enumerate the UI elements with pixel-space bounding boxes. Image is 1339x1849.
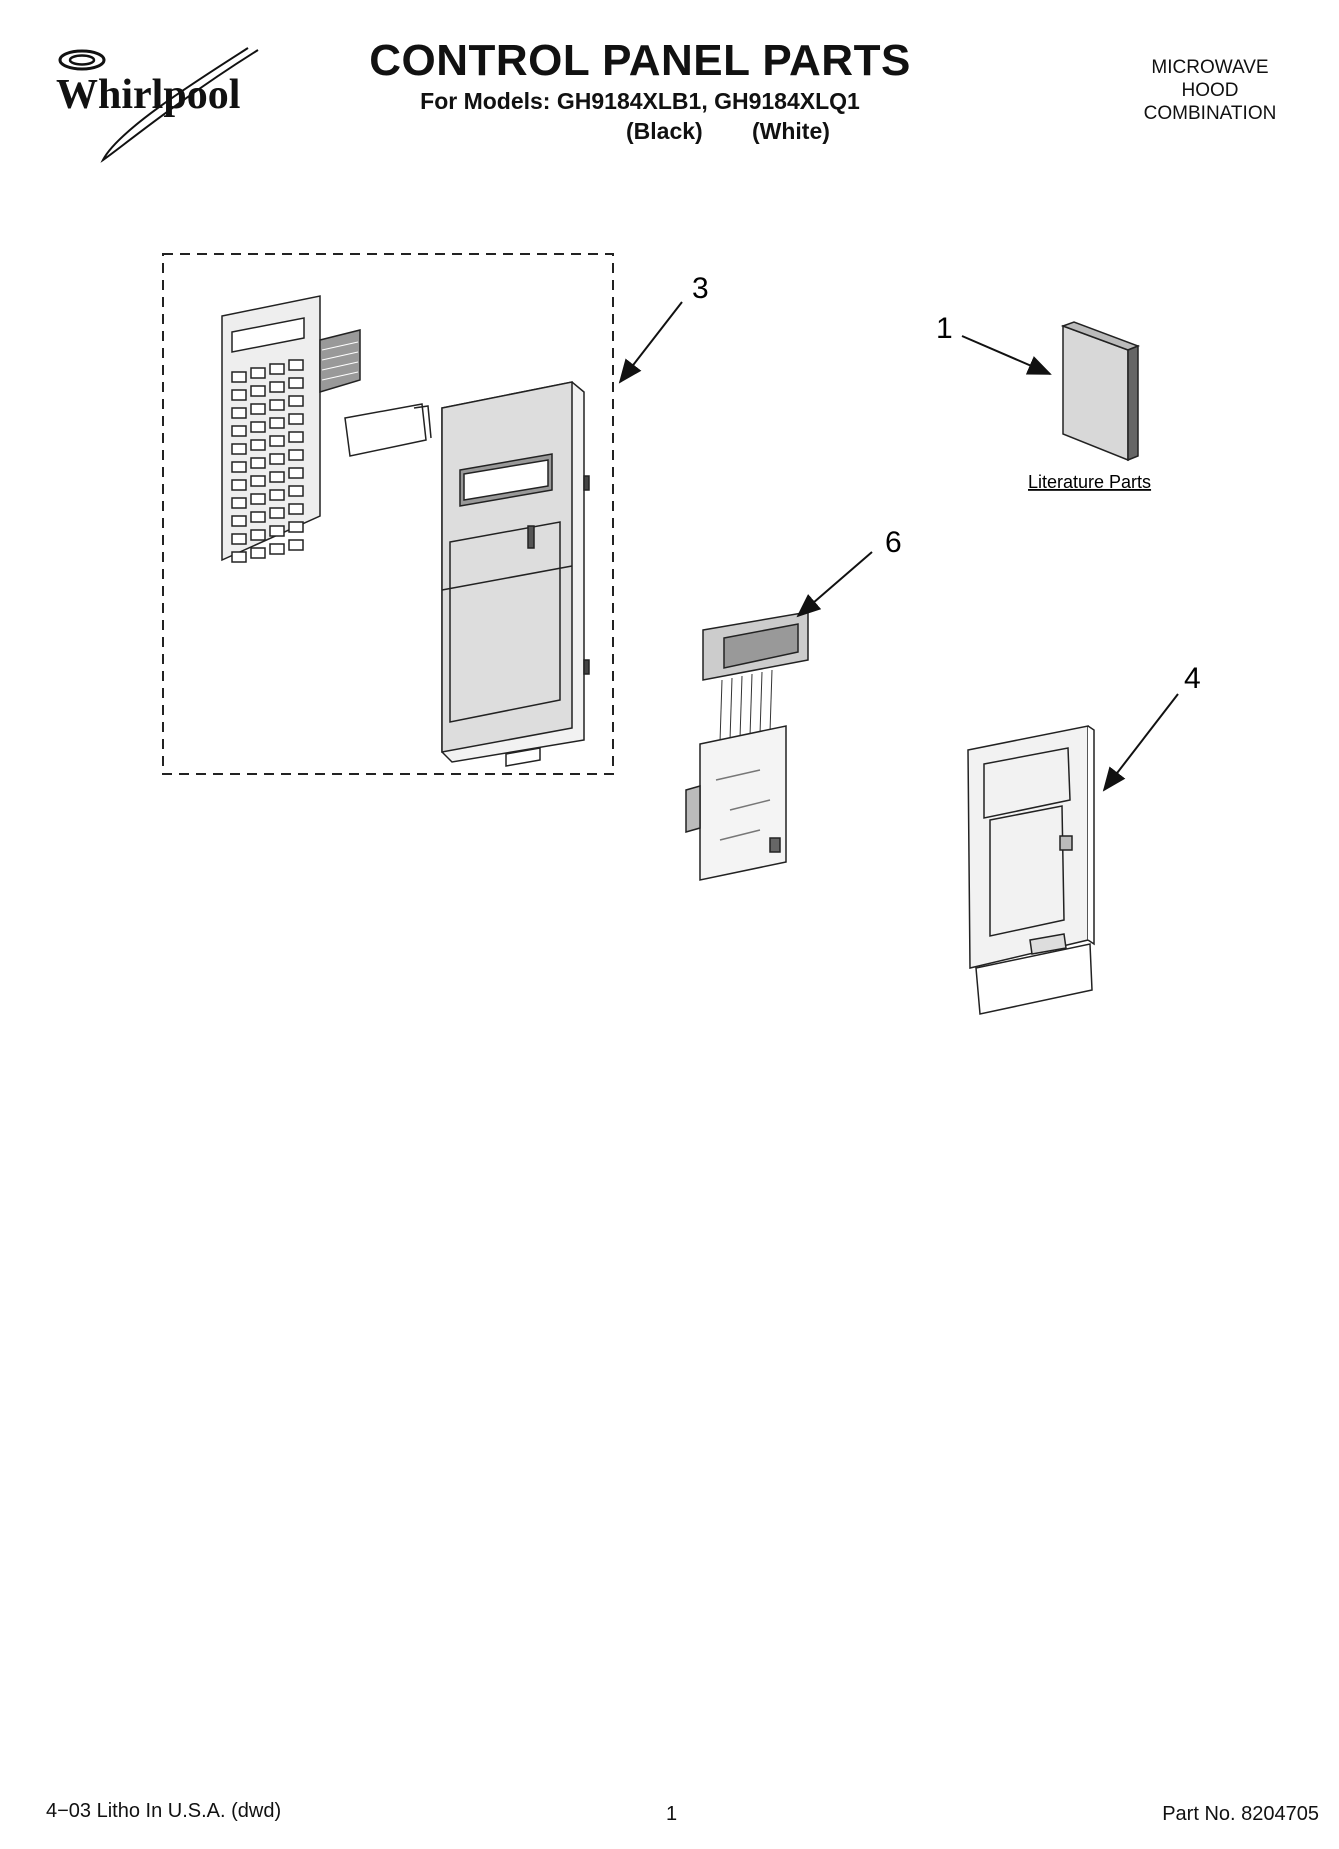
page-title: CONTROL PANEL PARTS: [369, 36, 911, 85]
color-white-label: (White): [752, 118, 830, 144]
keypad-key: [269, 489, 285, 501]
keypad-membrane: [221, 295, 361, 563]
keypad-key: [231, 515, 247, 527]
keypad-key: [269, 435, 285, 447]
keypad-key: [288, 413, 304, 425]
keypad-key: [288, 467, 304, 479]
keypad-key: [269, 525, 285, 537]
callout-6: 6: [885, 526, 902, 559]
keypad-key: [231, 425, 247, 437]
models-line: For Models: GH9184XLB1, GH9184XLQ1: [420, 88, 860, 114]
whirlpool-logo: Whirlpool: [56, 47, 259, 163]
callout-1: 1: [936, 312, 953, 345]
keypad-key: [269, 399, 285, 411]
footer-litho: 4−03 Litho In U.S.A. (dwd): [46, 1800, 282, 1822]
keypad-key: [288, 539, 304, 551]
keypad-key: [288, 359, 304, 371]
color-variants: (Black) (White): [600, 118, 900, 148]
keypad-key: [250, 367, 266, 379]
keypad-key: [231, 551, 247, 563]
keypad-key: [231, 371, 247, 383]
product-type-line: MICROWAVE: [1151, 57, 1269, 78]
keypad-key: [250, 385, 266, 397]
keypad-key: [269, 507, 285, 519]
page-number: 1: [666, 1803, 678, 1825]
keypad-key: [250, 529, 266, 541]
keypad-key: [250, 475, 266, 487]
leader-lines: [618, 301, 1179, 792]
control-panel-frame: [441, 381, 590, 767]
keypad-key: [231, 443, 247, 455]
callout-3: 3: [692, 272, 709, 305]
keypad-key: [269, 381, 285, 393]
color-black-label: (Black): [626, 118, 703, 144]
keypad-key: [269, 543, 285, 555]
mounting-bracket: [967, 725, 1095, 1015]
keypad-key: [269, 471, 285, 483]
keypad-key: [250, 439, 266, 451]
display-window: [344, 403, 432, 457]
keypad-key: [269, 417, 285, 429]
keypad-key: [288, 521, 304, 533]
keypad-key: [288, 485, 304, 497]
keypad-key: [231, 497, 247, 509]
keypad-key: [269, 453, 285, 465]
keypad-key: [231, 479, 247, 491]
keypad-key: [288, 395, 304, 407]
product-type-line: HOOD: [1181, 80, 1239, 101]
keypad-key: [250, 421, 266, 433]
literature-booklet: [1060, 321, 1141, 462]
callout-4: 4: [1184, 662, 1201, 695]
keypad-key: [288, 431, 304, 443]
keypad-key: [288, 503, 304, 515]
assembly-dashed-box: [162, 253, 614, 775]
keypad-key: [250, 403, 266, 415]
part-number: Part No. 8204705: [1162, 1803, 1319, 1825]
product-type-line: COMBINATION: [1143, 103, 1277, 124]
keypad-key: [269, 363, 285, 375]
keypad-key: [250, 547, 266, 559]
keypad-key: [250, 511, 266, 523]
keypad-key: [231, 407, 247, 419]
keypad-key: [288, 449, 304, 461]
keypad-key: [231, 461, 247, 473]
product-type: MICROWAVE HOOD COMBINATION: [1090, 56, 1330, 125]
brand-wordmark: Whirlpool: [56, 72, 240, 118]
keypad-key: [231, 389, 247, 401]
keypad-key: [288, 377, 304, 389]
keypad-key: [250, 457, 266, 469]
literature-parts-label: Literature Parts: [1028, 472, 1151, 492]
keypad-key: [231, 533, 247, 545]
keypad-key: [250, 493, 266, 505]
control-board: [685, 611, 809, 881]
